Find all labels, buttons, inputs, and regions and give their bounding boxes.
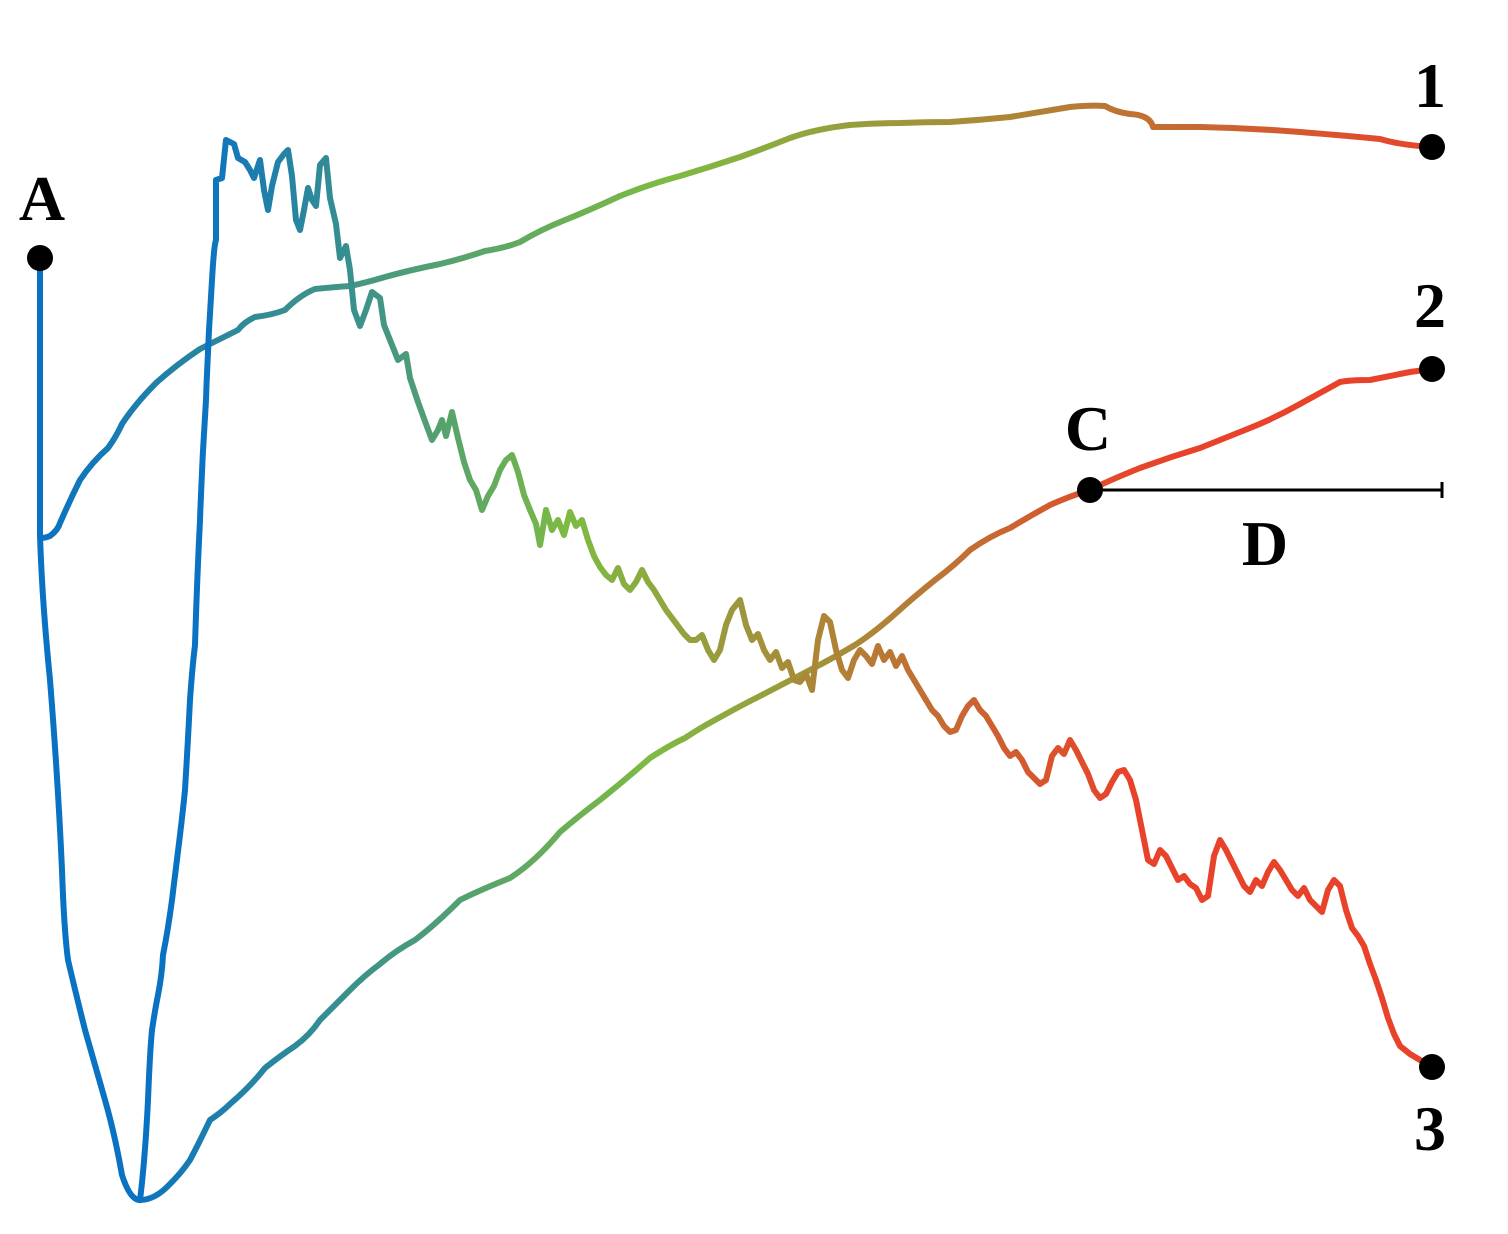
- end-point-2: [1419, 356, 1445, 382]
- trajectory-curve-1: [37, 102, 1435, 541]
- label-branch: C: [1065, 393, 1111, 464]
- label-end-2: 2: [1414, 270, 1446, 341]
- label-start: A: [19, 163, 65, 234]
- start-point-a: [27, 245, 53, 271]
- trajectory-curve-3: [137, 137, 1435, 1203]
- end-point-1: [1419, 134, 1445, 160]
- label-distance: D: [1242, 508, 1288, 579]
- end-point-3: [1419, 1054, 1445, 1080]
- label-end-1: 1: [1414, 50, 1446, 121]
- label-end-3: 3: [1414, 1093, 1446, 1164]
- trajectory-curve-2: [37, 366, 1435, 1203]
